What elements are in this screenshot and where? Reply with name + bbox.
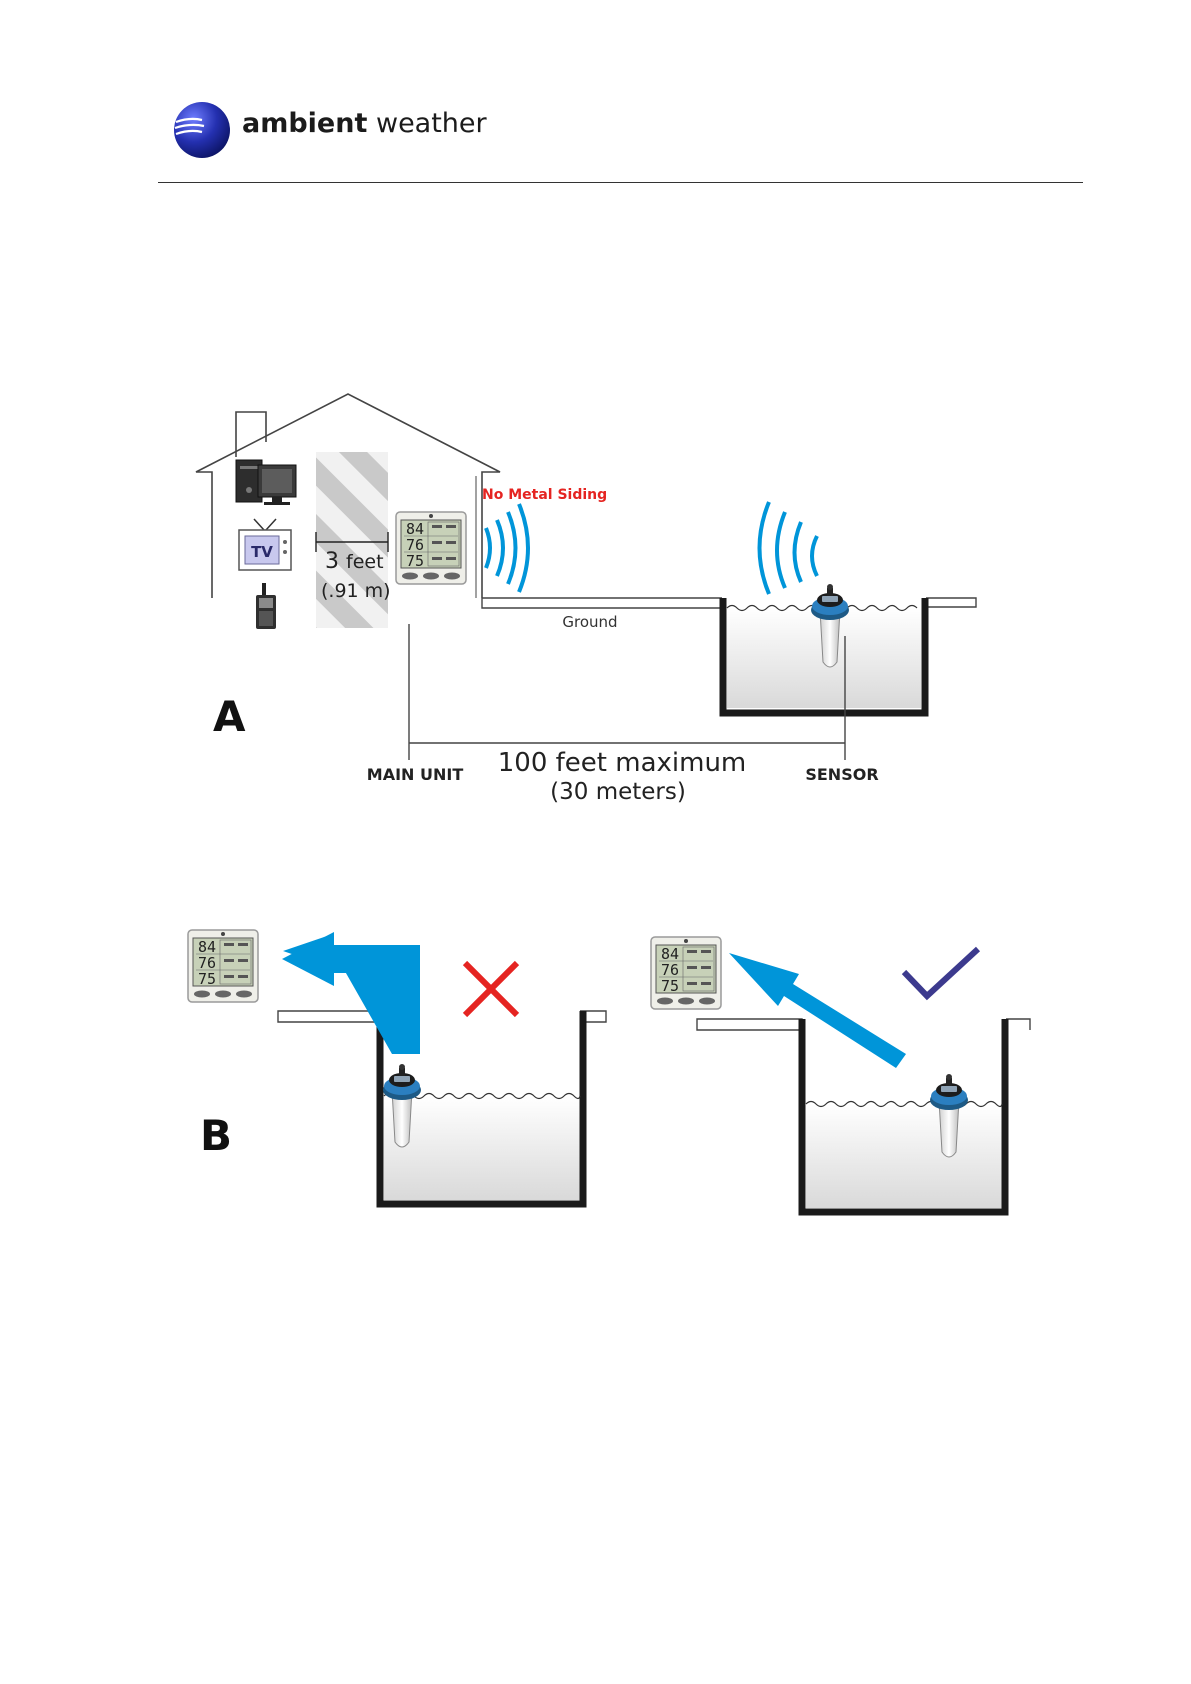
main-unit-label: MAIN UNIT <box>367 765 464 784</box>
sensor-label: SENSOR <box>805 765 878 784</box>
computer-icon <box>236 460 296 505</box>
max-range-metric-label: (30 meters) <box>550 779 686 805</box>
tv-label: TV <box>251 543 273 561</box>
panel-letter-b: B <box>200 1111 232 1160</box>
direct-signal-arrow <box>729 953 906 1068</box>
pool-b2-water <box>806 1104 1002 1208</box>
ground-label: Ground <box>562 613 617 631</box>
pool-b1-water <box>384 1096 580 1200</box>
display-unit-correct <box>651 937 721 1009</box>
correct-check-icon <box>904 949 978 996</box>
display-unit-wrong <box>188 930 258 1002</box>
tv-icon: TV <box>239 519 291 570</box>
distance-feet-unit: feet <box>346 551 384 573</box>
diagram-a: TV 3 feet (.91 m) No Metal Siding <box>196 394 976 805</box>
wrong-cross-icon <box>465 963 517 1015</box>
diagram-b: B <box>188 930 1030 1212</box>
distance-meters: (.91 m) <box>321 580 391 602</box>
house-chimney <box>236 412 266 457</box>
blocked-signal-arrow-arm <box>330 945 420 973</box>
distance-feet-number: 3 <box>325 549 339 574</box>
blocked-signal-arrow-head <box>282 932 334 986</box>
pool-b2-deck-left <box>697 1019 802 1030</box>
main-unit-signal-waves <box>486 504 528 592</box>
no-metal-siding-label: No Metal Siding <box>482 487 607 503</box>
main-unit-display <box>396 512 466 584</box>
sensor-signal-waves <box>760 502 818 594</box>
cell-phone-icon <box>256 583 276 629</box>
pool-b2-deck-right <box>1006 1019 1030 1030</box>
max-range-label: 100 feet maximum <box>498 748 747 778</box>
panel-letter-a: A <box>213 692 246 741</box>
